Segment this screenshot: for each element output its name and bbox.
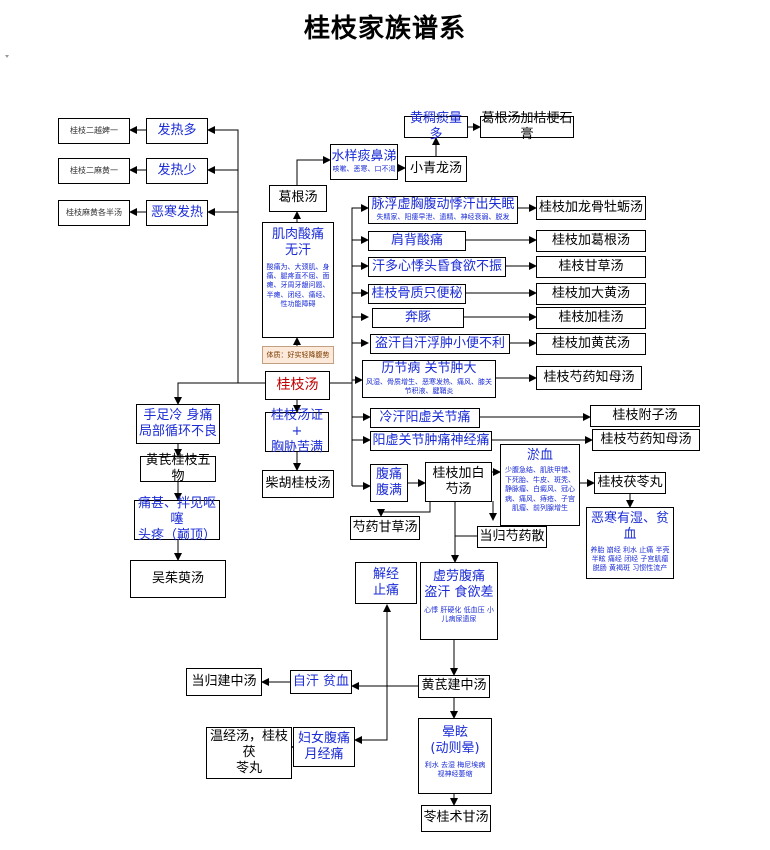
- cold-limbs-line1: 手足冷 身痛: [143, 407, 213, 423]
- shaoyao-gancao-box: 芍药甘草汤: [350, 516, 420, 540]
- guizhi-tang-root: 桂枝汤: [265, 371, 330, 400]
- deficiency-pain-line2: 盗汗 食欲差: [424, 585, 494, 601]
- spasm-relief-line1: 解经: [372, 566, 399, 582]
- spasm-relief-line2: 止痛: [372, 583, 399, 598]
- yang-deficiency-box: 阳虚关节肿痛神经痛: [370, 431, 492, 451]
- womens-pain-line2: 月经痛: [304, 747, 344, 762]
- dizziness-line1: 晕眩: [441, 725, 468, 740]
- deficiency-pain-box: 虚劳腹痛 盗汗 食欲差 心悸 肝硬化 低血压 小儿病尿遗尿: [420, 562, 498, 640]
- fever-more-box: 发热多: [146, 118, 208, 144]
- gegen-box: 葛根汤: [269, 185, 327, 212]
- watery-phlegm-detail: 咳嗽、恶寒、口不渴: [332, 165, 396, 174]
- watery-phlegm-box: 水样痰鼻涕 咳嗽、恶寒、口不渴: [330, 144, 398, 180]
- danggui-shaoyao-box: 当归芍药散: [477, 526, 547, 548]
- aversion-formula-box: 桂枝麻黄各半汤: [58, 200, 130, 226]
- cold-sweat-box: 冷汗阳虚关节痛: [370, 408, 480, 428]
- night-sweat-box: 盗汗自汗浮肿小便不利: [370, 334, 510, 354]
- cold-damp-detail: 养胎 崩经 利水 止痛 半壳 半眩 痛经 闭经 子宫肌瘤 脱肠 黄褐斑 习惯性流…: [590, 545, 670, 573]
- aversion-box: 恶寒发热: [146, 200, 208, 226]
- joint-swelling-title: 历节病 关节肿大: [381, 361, 477, 377]
- spontaneous-sweat-box: 自汗 贫血: [290, 670, 352, 694]
- guizhi-fuzi-box: 桂枝附子汤: [590, 405, 700, 427]
- cold-damp-box: 恶寒有湿、贫血 养胎 崩经 利水 止痛 半壳 半眩 痛经 闭经 子宫肌瘤 脱肠 …: [586, 507, 674, 579]
- muscle-pain-box: 肌肉酸痛 无汗 酸痛为、大颈肌、身痛、腿疼直不屈、面瘫、牙周牙龈问题、半瘫、闭经…: [262, 222, 334, 338]
- page-title: 桂枝家族谱系: [303, 14, 466, 44]
- severe-headache-line2: 头疼（巅顶）: [137, 528, 216, 544]
- jia-huangqi-box: 桂枝加黄芪汤: [536, 333, 646, 355]
- fever-more-formula-box: 桂枝二越婢一: [58, 118, 130, 144]
- chest-fullness-line1: 桂枝汤证+: [270, 407, 323, 439]
- dizziness-detail: 利水 去湿 梅尼埃病 视神经萎缩: [424, 760, 486, 778]
- jia-gui-box: 桂枝加桂汤: [536, 307, 646, 329]
- cold-limbs-line2: 局部循环不良: [138, 424, 217, 439]
- jiashaoyao-box: 桂枝加白 芍汤: [425, 462, 492, 502]
- blood-stasis-title: 淤血: [526, 448, 553, 463]
- no-sweat-title: 无汗: [284, 243, 311, 259]
- spasm-relief-box: 解经 止痛: [355, 562, 417, 604]
- corner-marker-icon: [5, 55, 9, 58]
- blood-stasis-detail: 少腹急结、肌肤甲错、下死胎、牛皮、斑秃、静脉瘤、白癜风、冠心病、痛风、痔疮、子宫…: [505, 466, 575, 512]
- pulse-float-title: 脉浮虚胸腹动悸汗出失眠: [371, 197, 515, 213]
- huangqi-wuwu-box: 黄芪桂枝五物: [140, 453, 216, 484]
- wenjing-line1: 温经汤，桂枝茯: [209, 728, 288, 760]
- pulse-float-detail: 失精家、阳痿早泄、遗精、神经衰弱、脱发: [376, 213, 510, 222]
- sweat-palpitation-box: 汗多心悸头昏食欲不振: [368, 257, 506, 277]
- guizhi-gancao-box: 桂枝甘草汤: [536, 256, 646, 278]
- danggui-jianzhong-box: 当归建中汤: [186, 668, 262, 696]
- womens-pain-box: 妇女腹痛 月经痛: [293, 727, 355, 767]
- abdominal-pain-line1: 腹痛: [375, 466, 402, 482]
- muscle-pain-title: 肌肉酸痛: [271, 227, 324, 242]
- chest-fullness-line2: 胸胁苦满: [270, 440, 323, 456]
- jiashaoyao-line1: 桂枝加白: [432, 465, 485, 481]
- watery-phlegm-title: 水样痰鼻涕: [331, 149, 397, 165]
- dizziness-line2: (动则晕): [430, 741, 480, 757]
- jia-dahuang-box: 桂枝加大黄汤: [536, 283, 646, 305]
- chest-fullness-box: 桂枝汤证+ 胸胁苦满: [265, 408, 329, 455]
- fever-less-box: 发热少: [146, 158, 208, 184]
- severe-headache-box: 痛甚、拌见呕噻 头疼（巅顶）: [134, 496, 220, 543]
- xiaoqinglong-box: 小青龙汤: [405, 156, 467, 182]
- blood-stasis-box: 淤血 少腹急结、肌肤甲错、下死胎、牛皮、斑秃、静脉瘤、白癜风、冠心病、痛风、痔疮…: [500, 444, 580, 526]
- constitution-note: 体质：好实轻降腹势: [262, 346, 334, 364]
- severe-headache-line1: 痛甚、拌见呕噻: [137, 495, 216, 527]
- chaihu-guizhi-box: 柴胡桂枝汤: [262, 470, 334, 498]
- cold-limbs-box: 手足冷 身痛 局部循环不良: [136, 404, 220, 444]
- womens-pain-line1: 妇女腹痛: [297, 730, 350, 746]
- bentun-box: 奔豚: [372, 308, 464, 328]
- wuzhuyu-box: 吴茱萸汤: [130, 560, 226, 598]
- deficiency-pain-line1: 虚劳腹痛: [432, 569, 485, 584]
- fuling-wan-box: 桂枝茯苓丸: [594, 472, 666, 494]
- linggui-zhugan-box: 苓桂术甘汤: [421, 805, 491, 832]
- joint-swelling-box: 历节病 关节肿大 风湿、骨质增生、恶寒发热、痛风、膝关节积液、腱鞘炎: [362, 360, 496, 398]
- abdominal-pain-box: 腹痛 腹满: [370, 464, 408, 502]
- cold-damp-title: 恶寒有湿、贫血: [590, 511, 669, 543]
- shaoyao-zhimu-box: 桂枝芍药知母汤: [536, 366, 642, 390]
- joint-swelling-detail: 风湿、骨质增生、恶寒发热、痛风、膝关节积液、腱鞘炎: [366, 377, 492, 396]
- fever-less-formula-box: 桂枝二麻黄一: [58, 158, 130, 184]
- abdominal-pain-line2: 腹满: [375, 483, 402, 498]
- jiashaoyao-line2: 芍汤: [445, 482, 472, 497]
- pulse-float-box: 脉浮虚胸腹动悸汗出失眠 失精家、阳痿早泄、遗精、神经衰弱、脱发: [368, 196, 518, 224]
- gegen-jiejie-box: 葛根汤加桔梗石膏: [480, 110, 574, 142]
- constipation-box: 桂枝骨质只便秘: [368, 284, 466, 304]
- shaoyao-zhimu-box-2: 桂枝芍药知母汤: [592, 429, 700, 451]
- deficiency-pain-detail: 心悸 肝硬化 低血压 小儿病尿遗尿: [424, 605, 494, 623]
- huangqi-jianzhong-box: 黄芪建中汤: [418, 675, 490, 698]
- dizziness-box: 晕眩 (动则晕) 利水 去湿 梅尼埃病 视神经萎缩: [418, 718, 492, 794]
- jia-gegen-box: 桂枝加葛根汤: [536, 230, 646, 252]
- thick-phlegm-box: 黄稠痰量多: [404, 111, 468, 142]
- longgu-muli-box: 桂枝加龙骨牡蛎汤: [536, 196, 646, 220]
- wenjing-line2: 苓丸: [235, 761, 262, 777]
- shoulder-back-box: 肩背酸痛: [368, 231, 466, 251]
- wenjing-box: 温经汤，桂枝茯 苓丸: [206, 727, 292, 779]
- muscle-pain-detail: 酸痛为、大颈肌、身痛、腿疼直不屈、面瘫、牙周牙龈问题、半瘫、闭经、痛经、性功能障…: [266, 262, 330, 309]
